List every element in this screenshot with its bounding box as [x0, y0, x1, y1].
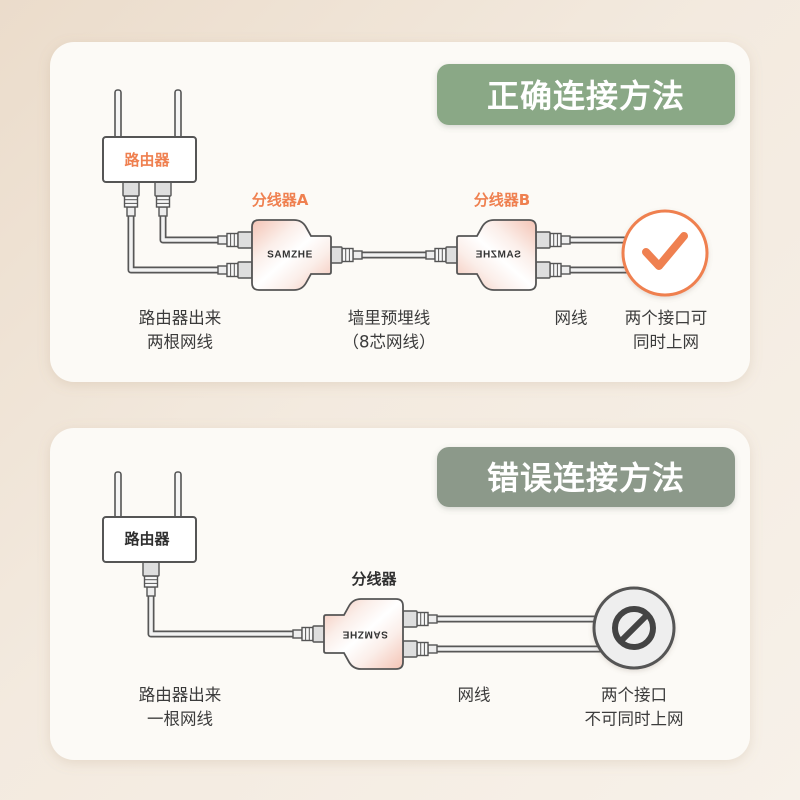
splitter-body [323, 598, 404, 670]
splitter-brand: SAMZHE [342, 629, 388, 640]
router-label: 路由器 [124, 530, 170, 548]
correct-method-panel: 正确连接方法 路由器 [50, 42, 750, 382]
router-antenna [174, 89, 182, 139]
correct-method-title: 正确连接方法 [487, 77, 685, 115]
caption-cable: 网线 [458, 686, 491, 705]
wrong-method-badge [437, 447, 735, 507]
splitter-a: SAMZHE [217, 219, 363, 291]
caption-result: 两个接口 [601, 686, 667, 705]
correct-method-card [50, 42, 750, 382]
wrong-method-title: 错误连接方法 [487, 459, 685, 497]
splitter: SAMZHE [292, 598, 438, 670]
router-antenna [174, 471, 182, 519]
splitter-b-label: 分线器B [474, 191, 530, 209]
prohibited-icon [592, 586, 676, 670]
router-box [102, 516, 197, 563]
splitter-body [456, 219, 537, 291]
caption-router-output: 两根网线 [147, 333, 213, 352]
caption-result: 同时上网 [633, 333, 699, 352]
router: 路由器 [102, 89, 197, 217]
splitter-brand: SAMZHE [475, 250, 521, 261]
router: 路由器 [102, 471, 197, 597]
splitter-b: SAMZHE [425, 219, 571, 291]
splitter-label: 分线器 [351, 570, 397, 588]
caption-router-output: 一根网线 [147, 710, 213, 729]
router-box [102, 136, 197, 183]
caption-router-output: 路由器出来 [139, 309, 222, 328]
wrong-method-card [50, 428, 750, 760]
caption-result: 两个接口可 [625, 309, 708, 328]
wrong-method-panel: 错误连接方法 路由器 SAMZHE [50, 428, 750, 760]
network-cable [147, 592, 298, 638]
router-label: 路由器 [124, 151, 170, 169]
splitter-a-label: 分线器A [252, 191, 309, 209]
network-cable [127, 212, 222, 274]
caption-cable: 网线 [555, 309, 588, 328]
splitter-brand: SAMZHE [267, 250, 313, 261]
caption-router-output: 路由器出来 [139, 686, 222, 705]
caption-result: 不可同时上网 [585, 710, 684, 729]
router-antenna [114, 89, 122, 139]
checkmark-icon [621, 209, 709, 297]
router-antenna [114, 471, 122, 519]
correct-method-badge [437, 64, 735, 125]
caption-in-wall-cable: 墙里预埋线 [348, 309, 431, 328]
network-cable [159, 212, 222, 244]
caption-in-wall-cable: （8芯网线） [343, 333, 436, 352]
splitter-body [251, 219, 332, 291]
